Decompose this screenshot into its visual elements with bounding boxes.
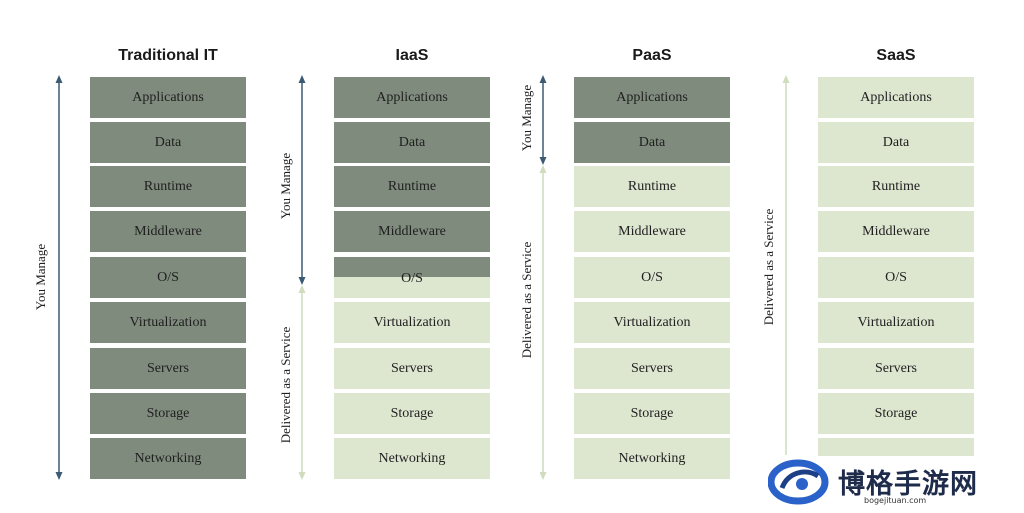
layer-os: O/S <box>334 257 490 298</box>
delivered-arrow-paas <box>539 165 547 480</box>
layer-os-label: O/S <box>401 270 423 286</box>
layer-networking <box>818 438 974 456</box>
swirl-logo-icon <box>767 459 829 505</box>
layer-middleware: Middleware <box>334 211 490 252</box>
layer-servers: Servers <box>334 348 490 389</box>
watermark-url: bogejituan.com <box>864 496 927 505</box>
layer-os: O/S <box>574 257 730 298</box>
layer-servers: Servers <box>818 348 974 389</box>
you-manage-arrow-iaas <box>298 75 306 285</box>
layer-storage: Storage <box>90 393 246 434</box>
watermark: 博格手游网 bogejituan.com <box>767 458 998 510</box>
layer-virtualization: Virtualization <box>818 302 974 343</box>
layer-runtime: Runtime <box>90 166 246 207</box>
layer-data: Data <box>90 122 246 163</box>
layer-middleware: Middleware <box>90 211 246 252</box>
column-title-iaas: IaaS <box>395 47 429 64</box>
layer-runtime: Runtime <box>334 166 490 207</box>
layer-virtualization: Virtualization <box>90 302 246 343</box>
layer-applications: Applications <box>334 77 490 118</box>
layer-storage: Storage <box>334 393 490 434</box>
delivered-label-iaas: Delivered as a Service <box>278 326 293 444</box>
column-title-traditional-it: Traditional IT <box>118 47 218 64</box>
you-manage-label-paas: You Manage <box>519 84 534 152</box>
watermark-text: 博格手游网 <box>838 469 978 500</box>
layer-applications: Applications <box>90 77 246 118</box>
layer-runtime: Runtime <box>818 166 974 207</box>
layer-data: Data <box>574 122 730 163</box>
column-title-paas: PaaS <box>632 47 672 64</box>
layer-servers: Servers <box>90 348 246 389</box>
delivered-arrow-saas <box>782 75 790 455</box>
layer-virtualization: Virtualization <box>574 302 730 343</box>
layer-storage: Storage <box>574 393 730 434</box>
you-manage-label-traditional: You Manage <box>33 243 48 311</box>
layer-applications: Applications <box>818 77 974 118</box>
layer-applications: Applications <box>574 77 730 118</box>
layer-middleware: Middleware <box>574 211 730 252</box>
you-manage-label-iaas: You Manage <box>278 152 293 220</box>
column-title-saas: SaaS <box>876 47 916 64</box>
layer-networking: Networking <box>90 438 246 479</box>
layer-data: Data <box>334 122 490 163</box>
layer-networking: Networking <box>334 438 490 479</box>
delivered-label-saas: Delivered as a Service <box>761 208 776 326</box>
layer-os: O/S <box>90 257 246 298</box>
layer-networking: Networking <box>574 438 730 479</box>
layer-os: O/S <box>818 257 974 298</box>
delivered-arrow-iaas <box>298 285 306 480</box>
layer-servers: Servers <box>574 348 730 389</box>
you-manage-arrow-traditional <box>55 75 63 480</box>
delivered-label-paas: Delivered as a Service <box>519 241 534 359</box>
layer-middleware: Middleware <box>818 211 974 252</box>
layer-virtualization: Virtualization <box>334 302 490 343</box>
layer-runtime: Runtime <box>574 166 730 207</box>
you-manage-arrow-paas <box>539 75 547 165</box>
layer-data: Data <box>818 122 974 163</box>
layer-storage: Storage <box>818 393 974 434</box>
